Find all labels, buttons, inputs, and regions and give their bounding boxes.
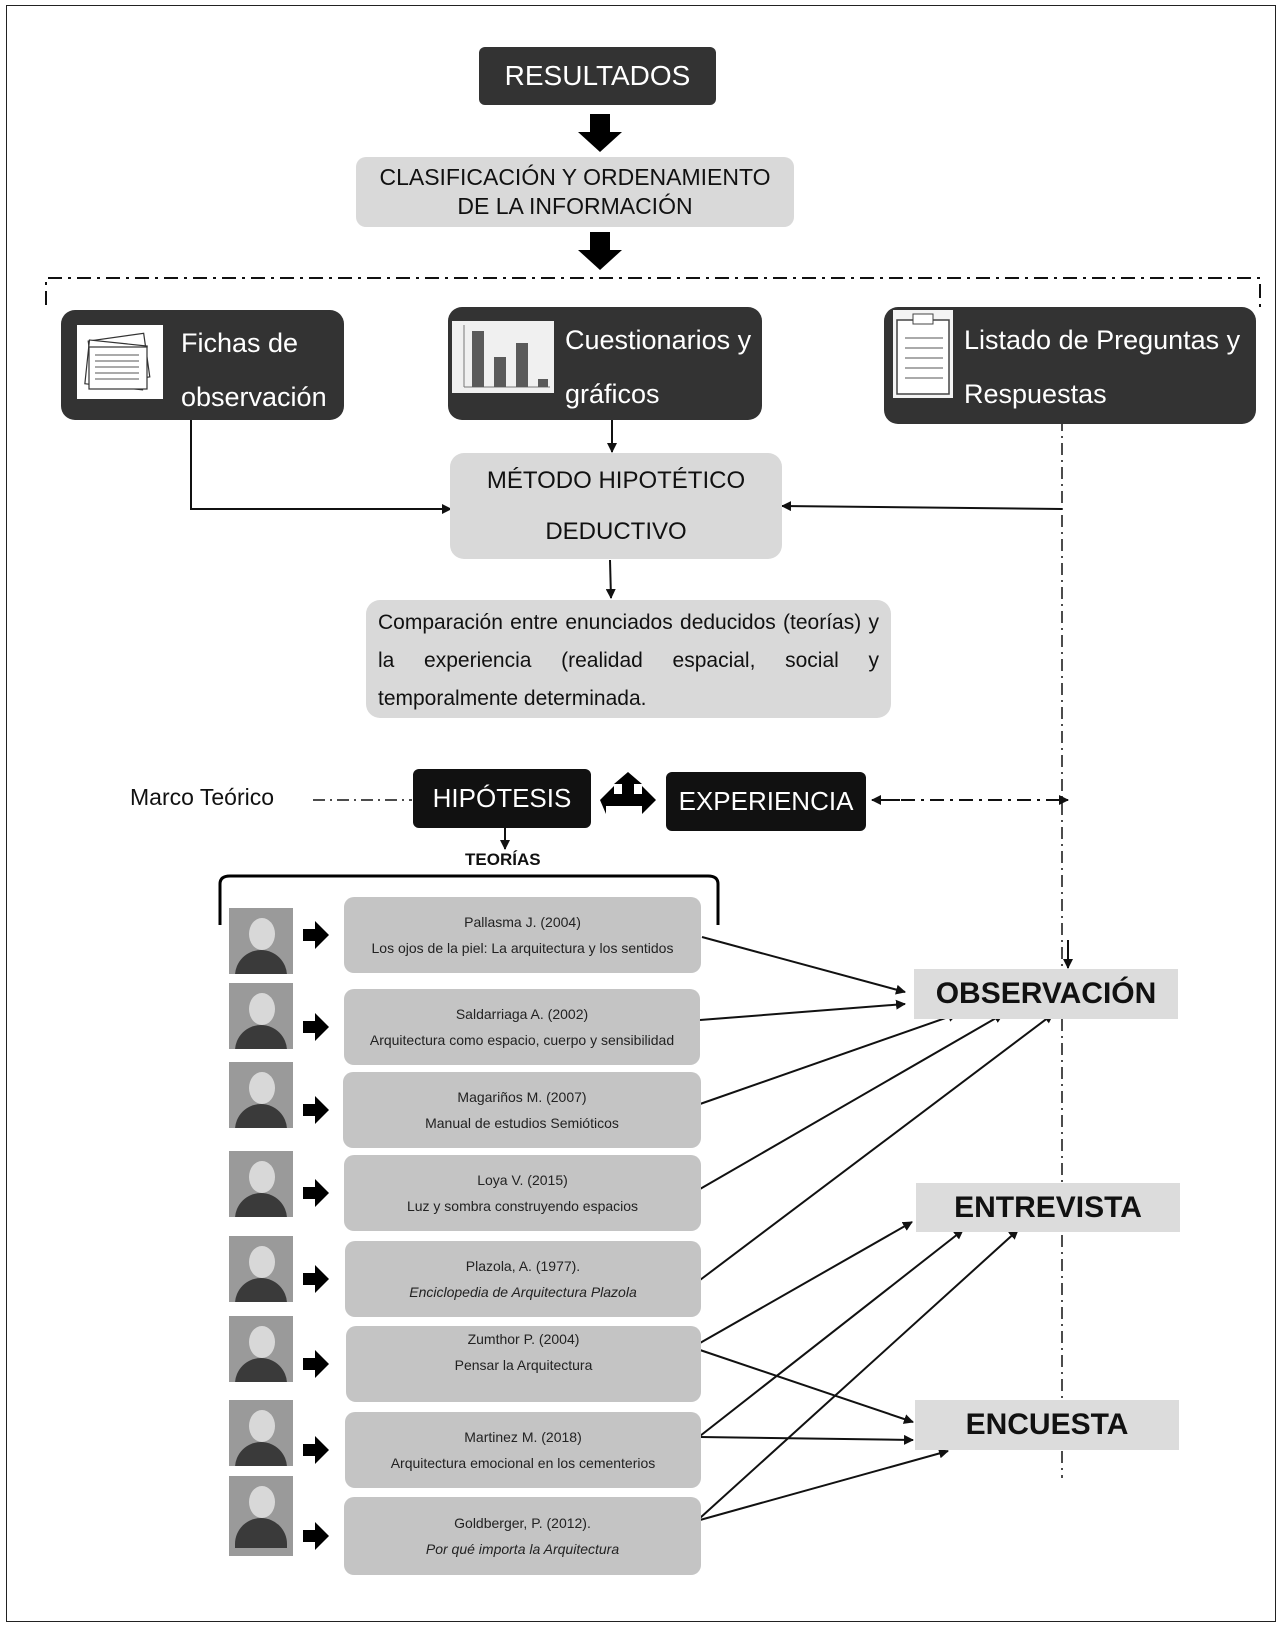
listado-label-line1: Listado de Preguntas y: [964, 325, 1241, 355]
fichas-box: Fichas de observación: [61, 310, 344, 420]
reference-author: Magariños M. (2007): [457, 1089, 587, 1105]
encuesta-box: ENCUESTA: [915, 1400, 1179, 1450]
method-label-line1: MÉTODO HIPOTÉTICO: [486, 467, 746, 494]
reference-title: Luz y sombra construyendo espacios: [406, 1198, 639, 1214]
reference-title: Enciclopedia de Arquitectura Plazola: [409, 1284, 637, 1300]
clipboard-icon: [893, 310, 953, 398]
author-photo: [229, 1062, 293, 1128]
fichas-label-line1: Fichas de: [181, 328, 299, 358]
experiencia-box: EXPERIENCIA: [666, 772, 866, 831]
reference-box: Martinez M. (2018) Arquitectura emocional…: [345, 1412, 701, 1488]
reference-title: Los ojos de la piel: La arquitectura y l…: [371, 940, 674, 956]
bar-chart-icon: [452, 321, 554, 393]
resultados-label: RESULTADOS: [504, 60, 691, 91]
reference-title: Arquitectura emocional en los cementerio…: [390, 1455, 656, 1471]
listado-box: Listado de Preguntas y Respuestas: [884, 307, 1256, 424]
method-label-line2: DEDUCTIVO: [545, 518, 687, 545]
comparison-text: Comparación entre enunciados deducidos (…: [378, 611, 879, 710]
reference-author: Plazola, A. (1977).: [465, 1258, 581, 1274]
cuestionarios-label-line2: gráficos: [565, 379, 660, 409]
right-arrow-icon: [303, 1013, 329, 1041]
reference-box: Saldarriaga A. (2002) Arquitectura como e…: [344, 989, 700, 1065]
right-arrow-icon: [303, 1096, 329, 1124]
reference-title: Arquitectura como espacio, cuerpo y sens…: [369, 1032, 675, 1048]
reference-box: Goldberger, P. (2012). Por qué importa la…: [344, 1497, 701, 1575]
reference-author: Goldberger, P. (2012).: [454, 1515, 591, 1531]
comparison-box: Comparación entre enunciados deducidos (…: [366, 600, 891, 718]
listado-label-line2: Respuestas: [964, 379, 1107, 409]
teorias-label: TEORÍAS: [465, 850, 541, 869]
author-photo: [229, 983, 293, 1049]
right-arrow-icon: [303, 1265, 329, 1293]
reference-title: Pensar la Arquitectura: [454, 1357, 593, 1373]
resultados-box: RESULTADOS: [479, 47, 716, 105]
cuestionarios-label-line1: Cuestionarios y: [565, 325, 752, 355]
reference-title: Por qué importa la Arquitectura: [425, 1541, 620, 1557]
encuesta-label: ENCUESTA: [965, 1408, 1129, 1441]
reference-author: Martinez M. (2018): [464, 1429, 582, 1445]
reference-box: Plazola, A. (1977). Enciclopedia de Arqui…: [345, 1241, 701, 1317]
author-photo: [229, 1236, 293, 1302]
right-arrow-icon: [303, 1350, 329, 1378]
entrevista-box: ENTREVISTA: [916, 1183, 1180, 1232]
reference-author: Saldarriaga A. (2002): [455, 1006, 589, 1022]
fichas-label-line2: observación: [181, 382, 327, 412]
reference-box: Zumthor P. (2004) Pensar la Arquitectura: [346, 1326, 701, 1402]
entrevista-label: ENTREVISTA: [954, 1190, 1142, 1224]
reference-box: Pallasma J. (2004) Los ojos de la piel: L…: [344, 897, 701, 973]
method-box: MÉTODO HIPOTÉTICO DEDUCTIVO: [450, 453, 782, 559]
author-photo: [229, 1400, 293, 1466]
right-arrow-icon: [303, 921, 329, 949]
marco-teorico-label: Marco Teórico: [130, 784, 275, 810]
experiencia-label: EXPERIENCIA: [678, 786, 854, 816]
author-photo: [229, 1151, 293, 1217]
hipotesis-label: HIPÓTESIS: [432, 783, 572, 813]
reference-author: Pallasma J. (2004): [464, 914, 581, 930]
author-photo: [229, 1476, 293, 1556]
cuestionarios-box: Cuestionarios y gráficos: [448, 307, 762, 420]
reference-author: Loya V. (2015): [477, 1172, 568, 1188]
author-photo: [229, 1316, 293, 1382]
reference-box: Magariños M. (2007) Manual de estudios Se…: [343, 1072, 701, 1148]
figure-frame: [6, 5, 1276, 1622]
reference-box: Loya V. (2015) Luz y sombra construyendo …: [344, 1155, 701, 1231]
observacion-box: OBSERVACIÓN: [914, 969, 1178, 1019]
author-photo: [229, 908, 293, 974]
right-arrow-icon: [303, 1436, 329, 1464]
documents-icon: [77, 325, 163, 399]
observacion-label: OBSERVACIÓN: [935, 977, 1157, 1010]
right-arrow-icon: [303, 1179, 329, 1207]
clasificacion-label: CLASIFICACIÓN Y ORDENAMIENTO DE LA INFOR…: [379, 164, 771, 219]
hipotesis-box: HIPÓTESIS: [413, 769, 591, 828]
clasificacion-box: CLASIFICACIÓN Y ORDENAMIENTO DE LA INFOR…: [356, 157, 794, 227]
reference-title: Manual de estudios Semióticos: [425, 1115, 619, 1131]
reference-author: Zumthor P. (2004): [467, 1331, 580, 1347]
right-arrow-icon: [303, 1522, 329, 1550]
